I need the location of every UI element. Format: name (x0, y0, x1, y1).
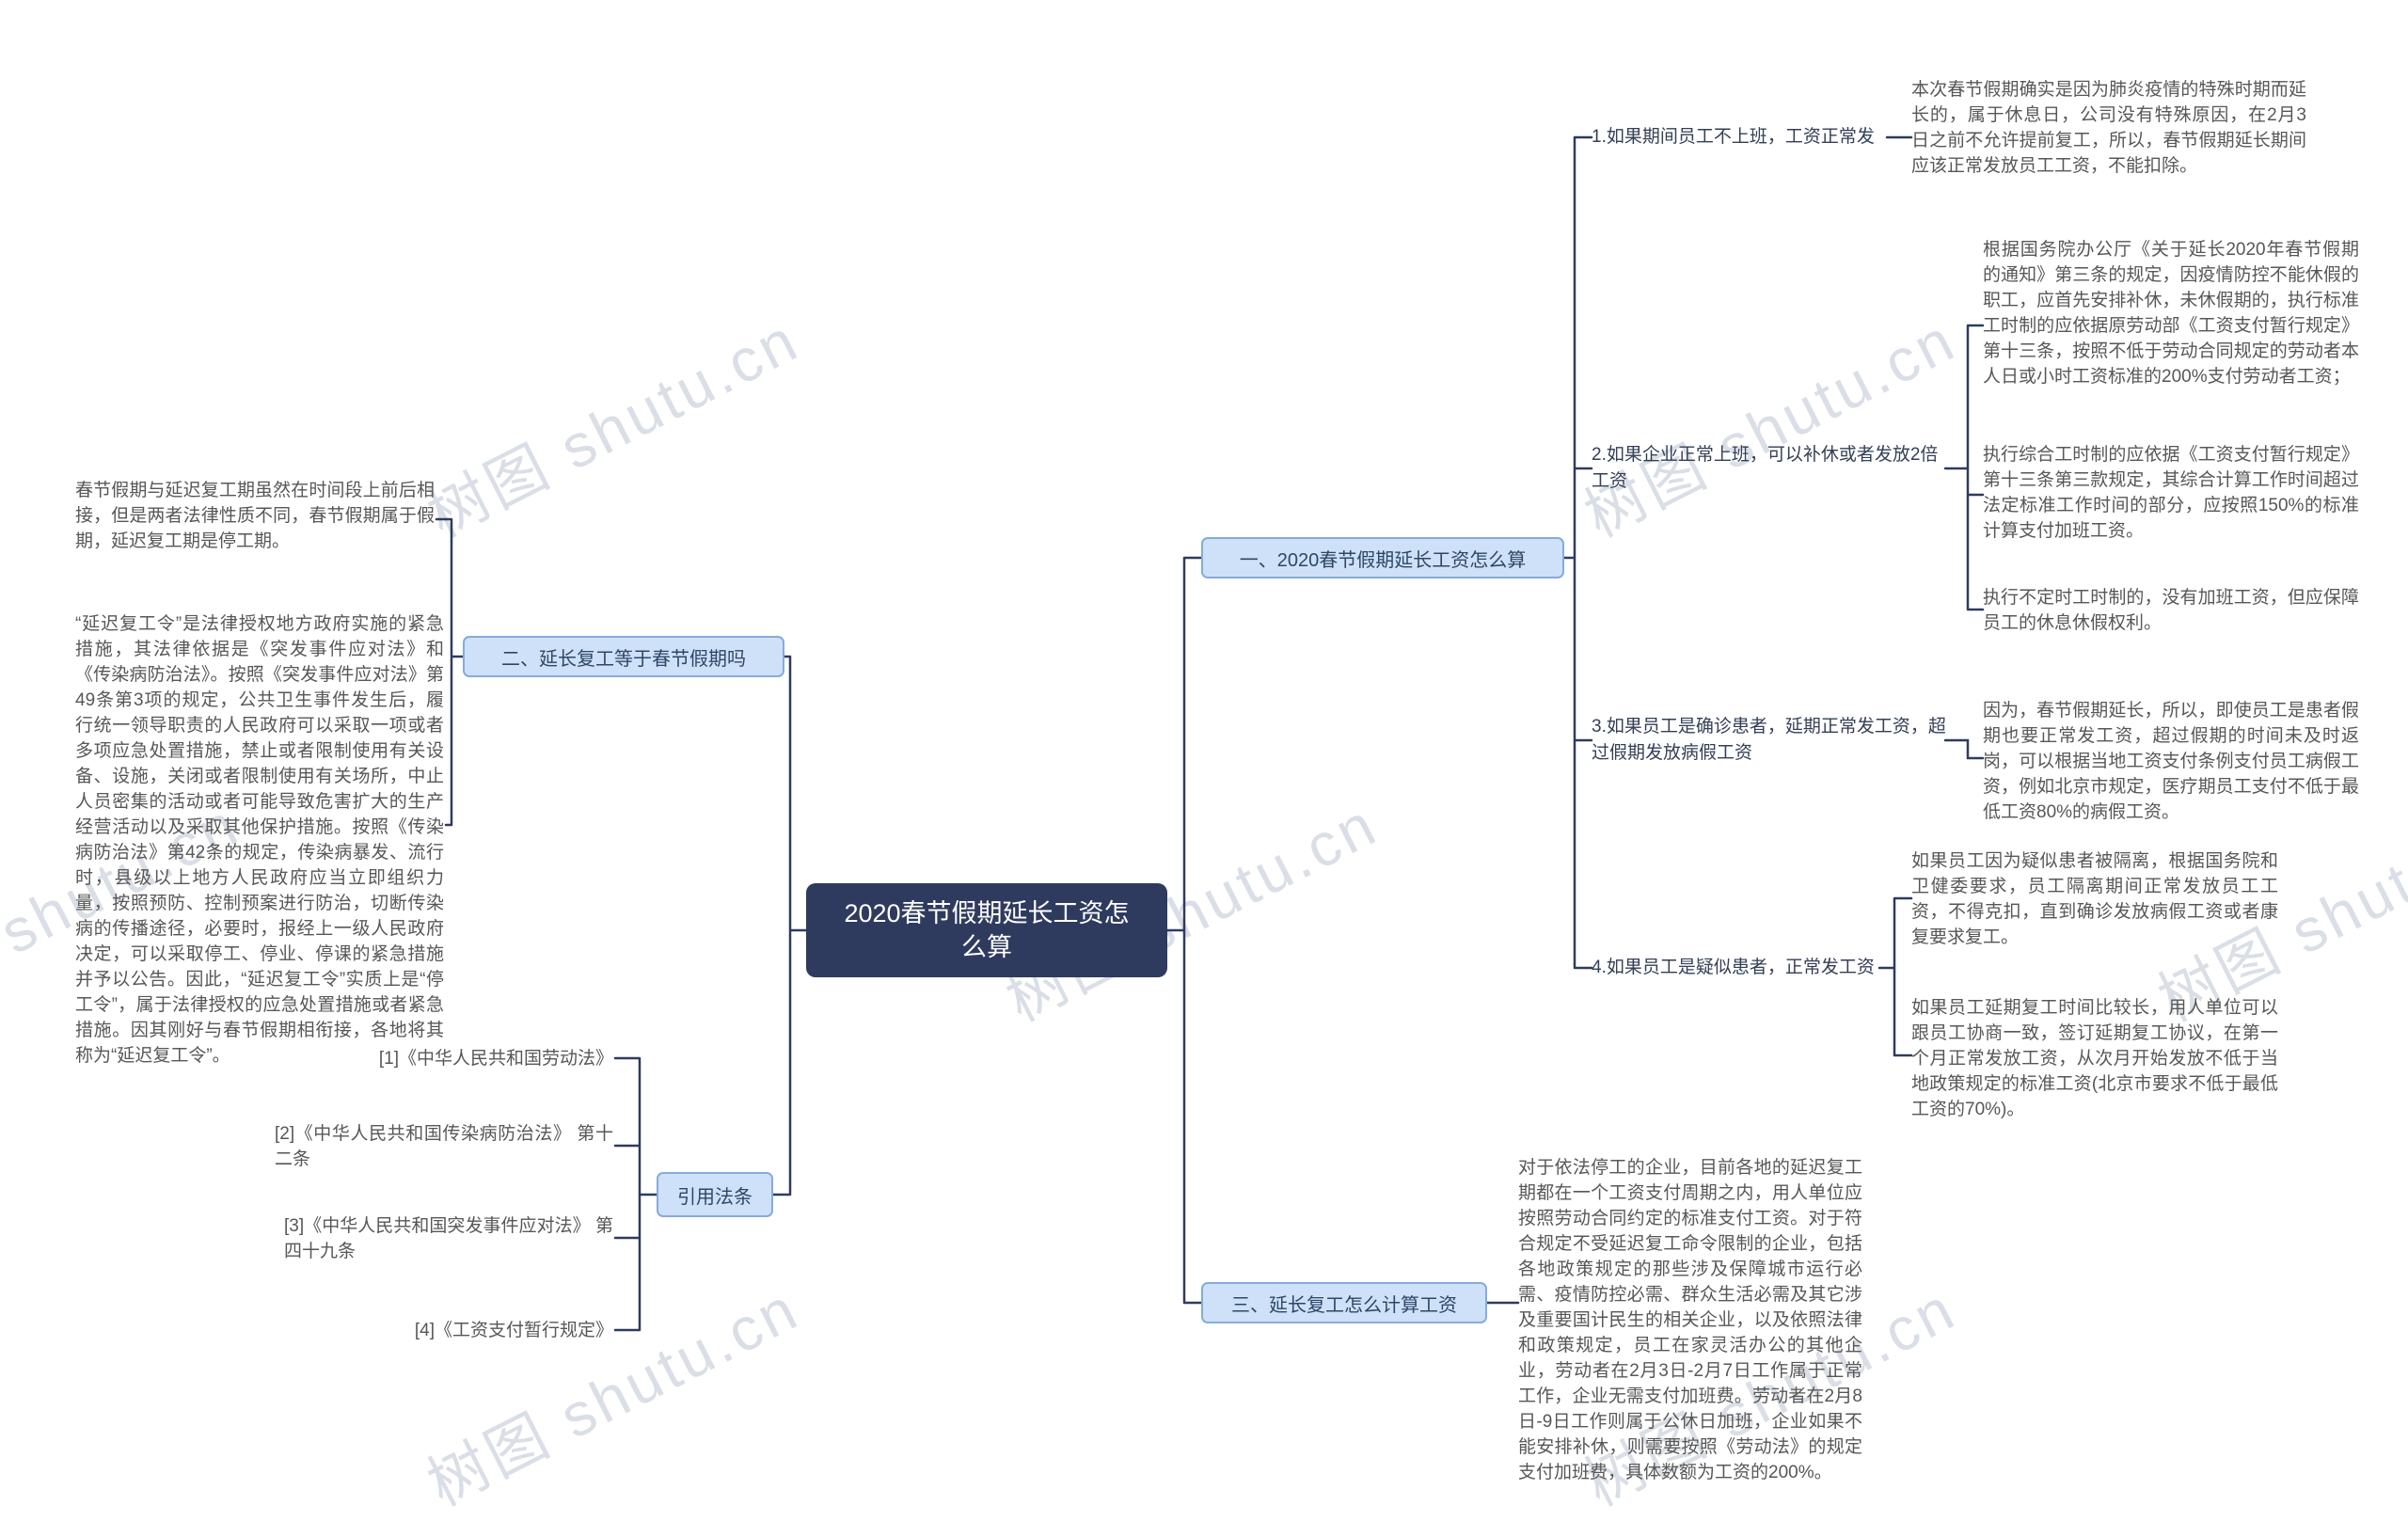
connector-root-right (1165, 556, 1203, 1305)
citation-1[interactable]: [1]《中华人民共和国劳动法》 (378, 1049, 613, 1069)
citation-4[interactable]: [4]《工资支付暂行规定》 (414, 1321, 613, 1340)
leaf-topic4-2[interactable]: 如果员工延期复工时间比较长，用人单位可以跟员工协商一致，签订延期复工协议，在第一… (1911, 998, 2278, 1119)
root-node[interactable]: 2020春节假期延长工资怎么算 (806, 883, 1167, 977)
leaf-topic2-3[interactable]: 执行不定时工时制的，没有加班工资，但应保障员工的休息休假权利。 (1983, 588, 2359, 633)
leaf-topic2-2[interactable]: 执行综合工时制的应依据《工资支付暂行规定》第十三条第三款规定，其综合计算工作时间… (1983, 445, 2359, 541)
leaf-branch2-1[interactable]: 春节假期与延迟复工期虽然在时间段上前后相接，但是两者法律性质不同，春节假期属于假… (75, 481, 435, 551)
connector-topic3-leaf (1943, 738, 1985, 760)
topic-2[interactable]: 2.如果企业正常上班，可以补休或者发放2倍工资 (1592, 445, 1939, 491)
connector-topic4-leaves (1877, 896, 1913, 1057)
leaf-topic3-1[interactable]: 因为，春节假期延长，所以，即使员工是患者假期也要正常发工资，超过假期的时间未及时… (1983, 701, 2359, 822)
connector-branch2-leaves (435, 517, 465, 827)
leaf-topic4-1[interactable]: 如果员工因为疑似患者被隔离，根据国务院和卫健委要求，员工隔离期间正常发放员工工资… (1911, 851, 2278, 947)
leaf-topic2-1[interactable]: 根据国务院办公厅《关于延长2020年春节假期的通知》第三条的规定，因疫情防控不能… (1983, 240, 2359, 387)
branch-node-2[interactable]: 二、延长复工等于春节假期吗 (463, 636, 784, 677)
leaf-branch2-2[interactable]: “延迟复工令”是法律授权地方政府实施的紧急措施，其法律依据是《突发事件应对法》和… (75, 614, 444, 1066)
connector-branch1-topics (1557, 135, 1593, 970)
topic-1[interactable]: 1.如果期间员工不上班，工资正常发 (1592, 127, 1875, 147)
connector-citations (613, 1056, 658, 1332)
leaf-branch3-1[interactable]: 对于依法停工的企业，目前各地的延迟复工期都在一个工资支付周期之内，用人单位应按照… (1518, 1158, 1862, 1482)
connector-topic2-leaves (1943, 324, 1985, 611)
branch-node-3[interactable]: 三、延长复工怎么计算工资 (1201, 1282, 1487, 1323)
topic-4[interactable]: 4.如果员工是疑似患者，正常发工资 (1592, 958, 1875, 977)
connector-root-left (771, 655, 808, 1196)
branch-node-citations[interactable]: 引用法条 (657, 1172, 773, 1217)
citation-3[interactable]: [3]《中华人民共和国突发事件应对法》 第四十九条 (284, 1216, 613, 1261)
topic-3[interactable]: 3.如果员工是确诊患者，延期正常发工资，超过假期发放病假工资 (1592, 717, 1946, 763)
citation-2[interactable]: [2]《中华人民共和国传染病防治法》 第十二条 (275, 1124, 613, 1169)
leaf-topic1-1[interactable]: 本次春节假期确实是因为肺炎疫情的特殊时期而延长的，属于休息日，公司没有特殊原因，… (1911, 80, 2306, 176)
branch-node-1[interactable]: 一、2020春节假期延长工资怎么算 (1201, 537, 1564, 578)
